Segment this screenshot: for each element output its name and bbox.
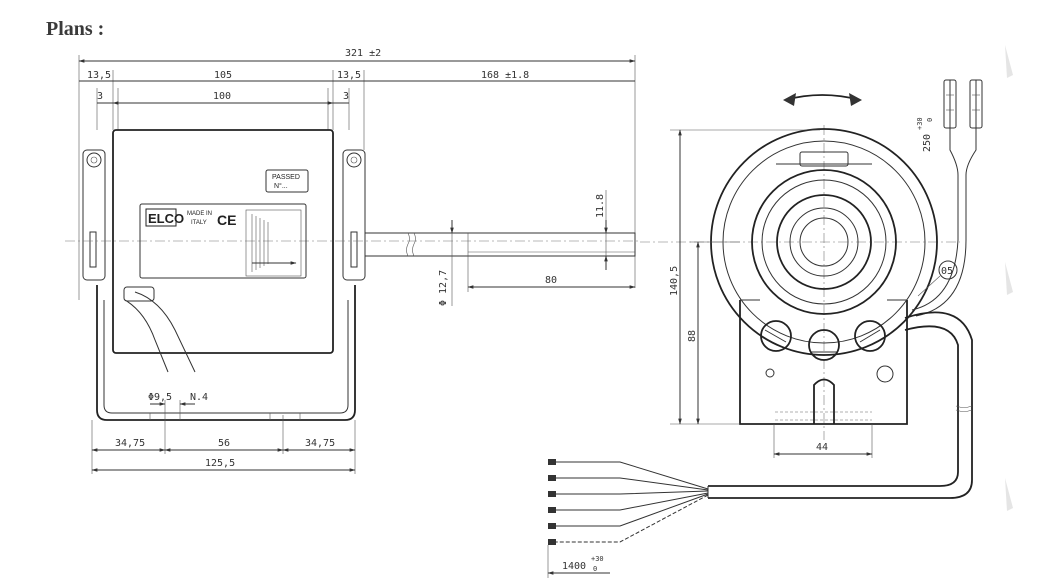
shaft (364, 232, 636, 257)
mount-hole-center (808, 329, 840, 361)
callout-number: 05 (941, 266, 953, 277)
rotation-arrow-icon (784, 94, 861, 101)
dim-shaft-length: 168 ±1.8 (481, 70, 529, 81)
connector-wire-2 (915, 80, 977, 317)
brand-logo: ELCO (148, 211, 184, 226)
dim-shaft-flat-length: 80 (545, 275, 557, 286)
dim-wire-length: 1400 (562, 561, 586, 572)
dim-hole-diameter: Φ9,5 (148, 392, 172, 403)
mount-hole-left (760, 320, 792, 352)
left-bracket (82, 149, 106, 281)
mount-hole-right (854, 320, 886, 352)
lead-wires (548, 459, 709, 545)
main-cable-inner (708, 325, 959, 487)
dim-height-total: 140,5 (669, 266, 680, 296)
watermark (1005, 45, 1013, 511)
dim-overall: 321 ±2 (345, 48, 381, 59)
dim-wire-tol-lower: 0 (593, 565, 597, 573)
passed-tag (265, 169, 309, 193)
connector-terminal-2 (969, 79, 983, 129)
ce-mark: CE (217, 212, 236, 228)
dim-wire-tol-upper: +30 (591, 555, 604, 563)
right-bracket (342, 149, 366, 281)
dim-end-cap-right: 13,5 (337, 70, 361, 81)
side-view: 321 ±2 13,5 105 13,5 168 ±1.8 3 100 3 (65, 48, 640, 474)
callout-bubble (938, 260, 958, 280)
mounting-cradle (96, 285, 356, 421)
front-mount-plate (739, 300, 908, 425)
dim-connector-tol-upper: +30 (916, 117, 924, 130)
country-text: ITALY (191, 220, 207, 226)
dim-inset-right: 3 (343, 91, 349, 102)
dim-shaft-diameter: Φ 12,7 (438, 270, 449, 306)
dim-height-axis: 88 (687, 330, 698, 342)
page-title: Plans : (46, 18, 105, 40)
dim-end-cap-left: 13,5 (87, 70, 111, 81)
nameplate (139, 203, 307, 279)
passed-text: PASSED (272, 174, 300, 181)
dim-inset-left: 3 (97, 91, 103, 102)
mount-slot (813, 378, 835, 424)
made-in-text: MADE IN (187, 211, 212, 217)
connector-wire-1 (911, 80, 959, 311)
side-cable (134, 291, 196, 373)
front-hub (776, 194, 872, 290)
dim-hole-count: N.4 (190, 392, 208, 403)
passed-number: N°... (274, 182, 288, 190)
dim-connector-length: 250 (922, 134, 933, 152)
dim-foot-center: 56 (218, 438, 230, 449)
motor-body (112, 129, 334, 354)
dim-base-width: 44 (816, 442, 828, 453)
dim-foot-total: 125,5 (205, 458, 235, 469)
dim-connector-tol-lower: 0 (926, 118, 934, 122)
dim-body: 105 (214, 70, 232, 81)
dim-foot-left: 34,75 (115, 438, 145, 449)
front-view: 140,5 88 44 05 250 +30 0 (547, 79, 983, 578)
dim-inner-body: 100 (213, 91, 231, 102)
connector-terminal-1 (943, 79, 957, 129)
dim-shaft-flat: 11.8 (595, 194, 606, 218)
main-cable-outer (708, 311, 973, 499)
dim-foot-right: 34,75 (305, 438, 335, 449)
